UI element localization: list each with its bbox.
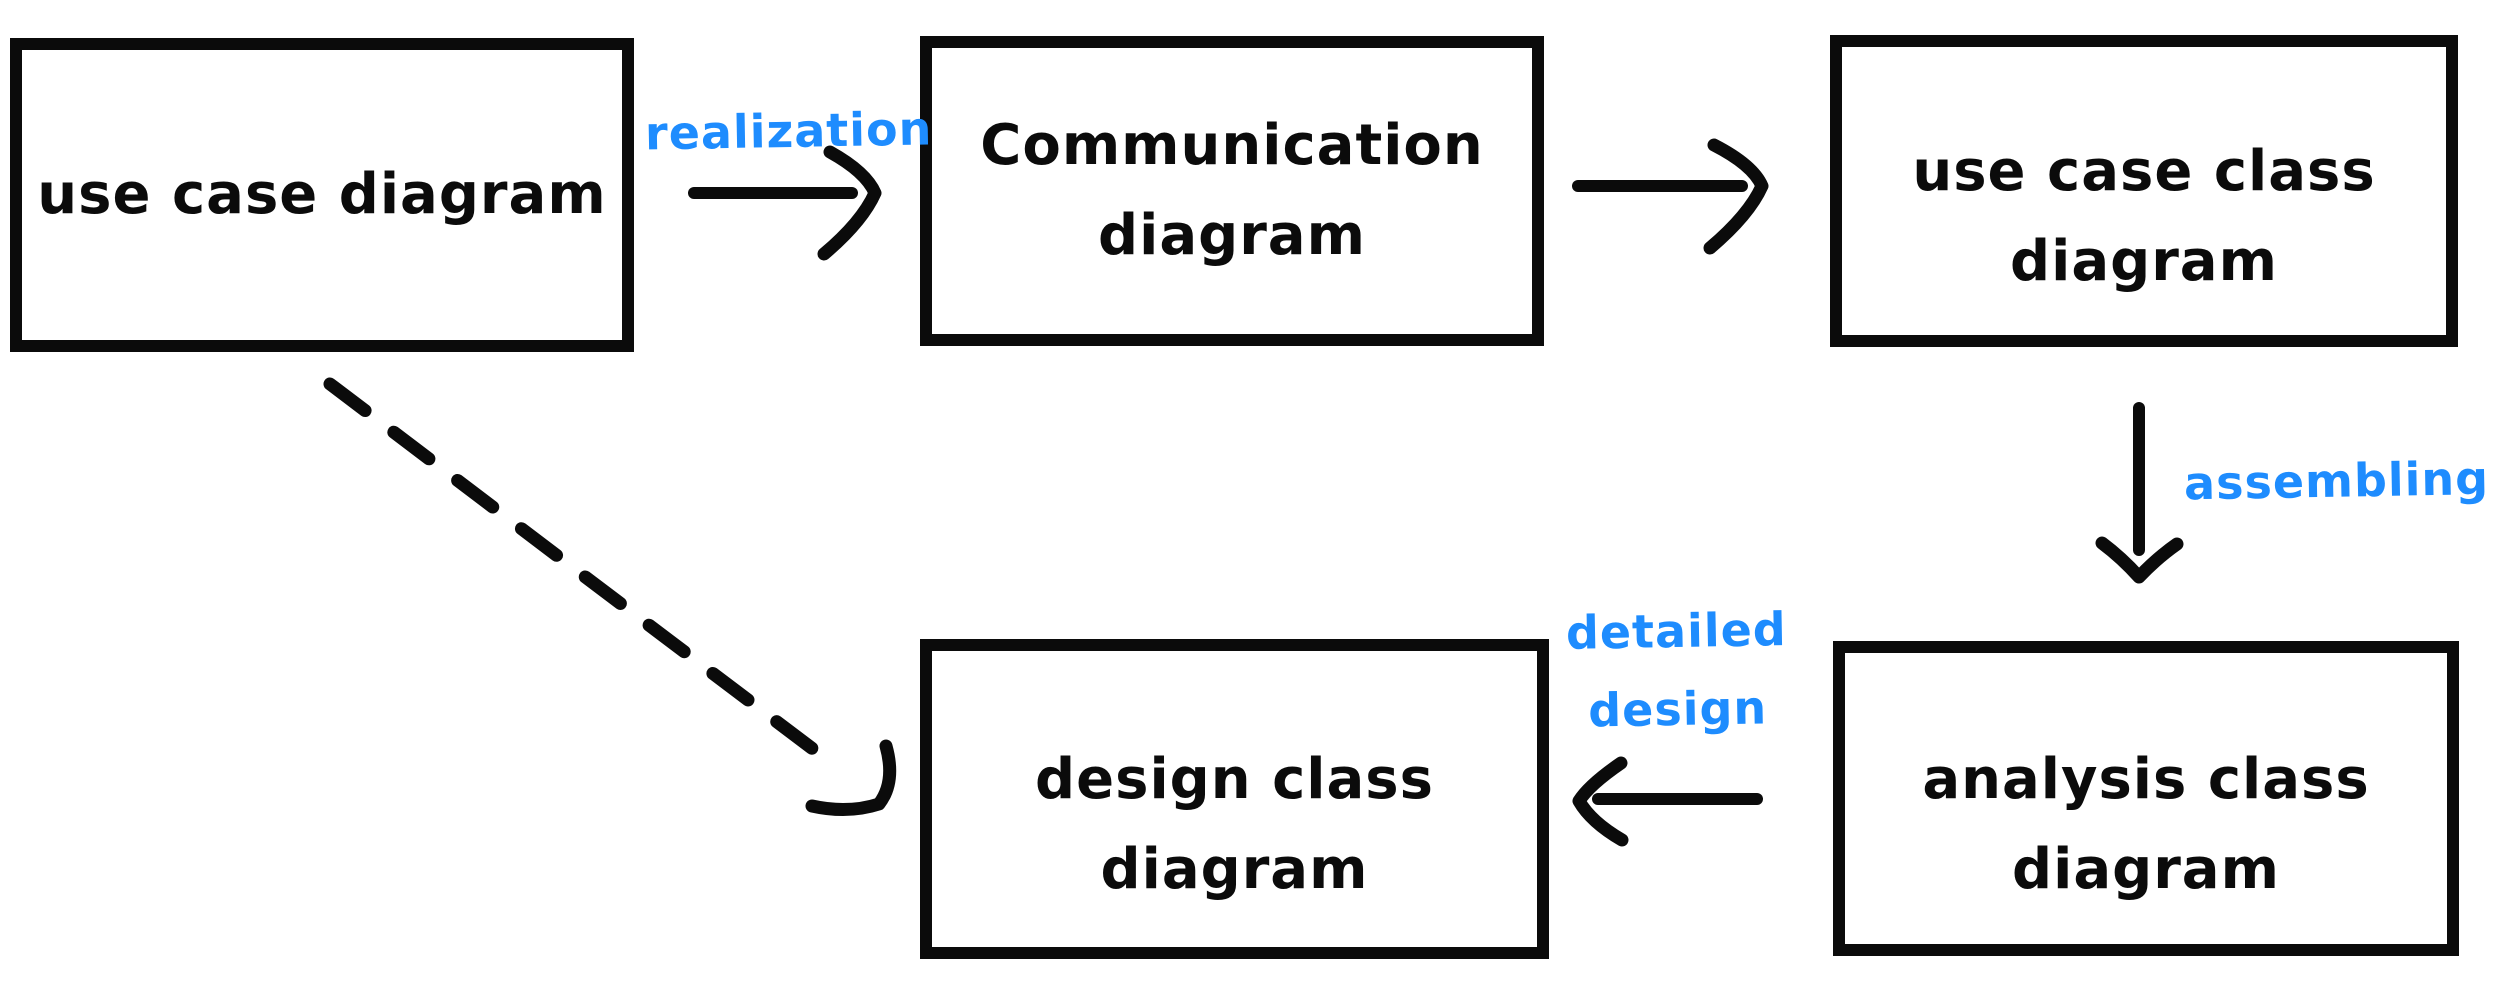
- node-box-use-case-class-diagram: [1830, 35, 2458, 347]
- node-label-line: use case class: [1912, 139, 2376, 205]
- node-label-line: use case diagram: [37, 162, 607, 228]
- arrow-assembling: [2095, 402, 2184, 584]
- node-label-line: diagram: [1100, 837, 1369, 902]
- edge-label-line: detailed: [1565, 602, 1788, 660]
- arrow-head: [805, 739, 897, 817]
- node-label-communication-diagram: Communication diagram: [926, 42, 1538, 340]
- node-label-line: analysis class: [1922, 746, 2370, 812]
- arrow-to-use-case-class: [1572, 138, 1769, 255]
- edge-label-detailed-design: detailed design: [1561, 590, 1794, 750]
- node-label-line: Communication: [980, 113, 1484, 179]
- arrow-head: [817, 145, 882, 261]
- edge-label-text: realization: [644, 101, 933, 161]
- node-box-use-case-diagram: [10, 38, 634, 352]
- node-label-use-case-diagram: use case diagram: [16, 44, 628, 346]
- node-box-design-class-diagram: [920, 639, 1549, 959]
- arrow-head: [2095, 536, 2184, 584]
- arrow-realization: [688, 145, 882, 261]
- node-box-communication-diagram: [920, 36, 1544, 346]
- node-label-line: diagram: [2012, 836, 2280, 902]
- node-label-design-class-diagram: design class diagram: [926, 645, 1543, 979]
- node-label-use-case-class-diagram: use case class diagram: [1836, 41, 2452, 367]
- node-label-line: diagram: [2010, 229, 2278, 294]
- arrow-head: [1572, 756, 1629, 847]
- arrow-detailed-design: [1572, 756, 1763, 847]
- edge-label-realization: realization: [644, 96, 933, 168]
- node-label-line: design class: [1035, 747, 1434, 813]
- edge-label-text: assembling: [2183, 451, 2490, 511]
- node-label-line: diagram: [1098, 203, 1366, 268]
- edge-label-line: design: [1587, 680, 1768, 738]
- arrow-head: [1703, 138, 1769, 255]
- node-box-analysis-class-diagram: [1833, 641, 2459, 956]
- arrow-dashed-derive: [323, 377, 897, 817]
- edge-label-assembling: assembling: [2183, 446, 2490, 517]
- arrow-dashed-shaft: [323, 377, 845, 775]
- node-label-analysis-class-diagram: analysis class diagram: [1839, 647, 2453, 976]
